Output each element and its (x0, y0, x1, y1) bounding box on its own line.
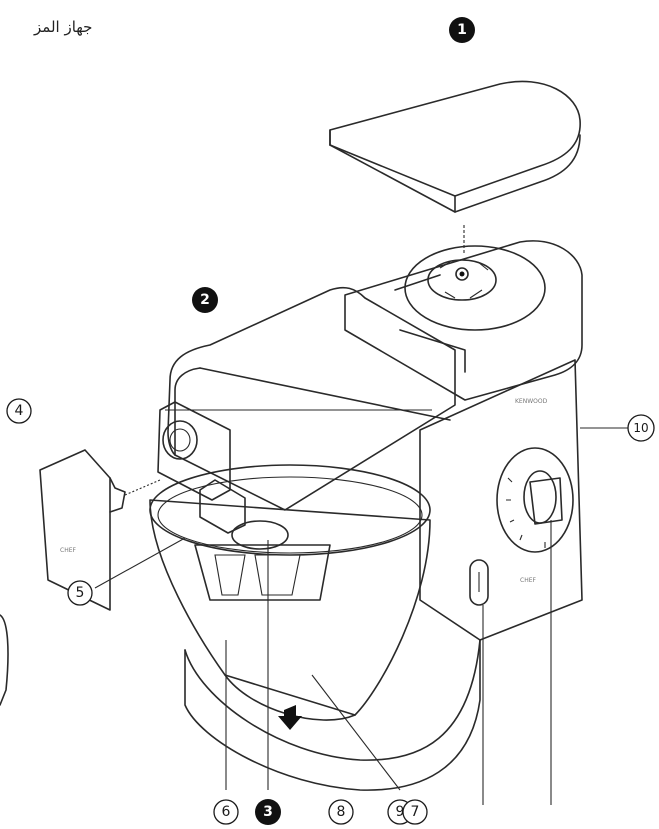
callout-2: 2 (192, 287, 218, 313)
outlet-cover (329, 80, 581, 213)
svg-text:9: 9 (396, 804, 405, 820)
k-beater (194, 479, 331, 601)
slow-outlet-face (157, 401, 231, 501)
slow-outlet-cover: CHEF (39, 449, 126, 611)
brand-label: KENWOOD (515, 398, 548, 405)
mixer-head (167, 286, 456, 511)
svg-text:10: 10 (633, 421, 648, 435)
callout-7: 7 (402, 799, 428, 825)
callout-10: 10 (627, 414, 655, 442)
bowl-release-lever (469, 559, 489, 606)
mixer-body: KENWOOD CHEF (157, 240, 583, 791)
cover-dotted-line (124, 479, 161, 496)
leader-lines (94, 409, 640, 805)
mixing-bowl (149, 464, 431, 730)
svg-text:3: 3 (263, 804, 273, 820)
svg-text:7: 7 (411, 804, 420, 820)
slow-outlet (162, 420, 198, 460)
bowl-arrow-marker (278, 705, 302, 730)
svg-text:1: 1 (457, 22, 467, 38)
svg-text:CHEF: CHEF (60, 547, 76, 554)
callout-4: 4 (6, 398, 32, 424)
partial-attachment (0, 614, 9, 706)
callout-5: 5 (67, 580, 93, 606)
callout-3: 3 (255, 799, 281, 825)
outlet-disc (404, 245, 546, 331)
callout-8: 8 (328, 799, 354, 825)
callout-6: 6 (213, 799, 239, 825)
speed-dial (496, 447, 574, 553)
svg-text:6: 6 (222, 804, 231, 820)
model-label: CHEF (520, 577, 536, 584)
svg-text:4: 4 (15, 403, 24, 419)
svg-text:2: 2 (200, 292, 210, 308)
caption-text: جهاز المز (34, 18, 93, 36)
svg-text:8: 8 (337, 804, 346, 820)
callout-1: 1 (449, 17, 475, 43)
svg-text:5: 5 (76, 585, 85, 601)
